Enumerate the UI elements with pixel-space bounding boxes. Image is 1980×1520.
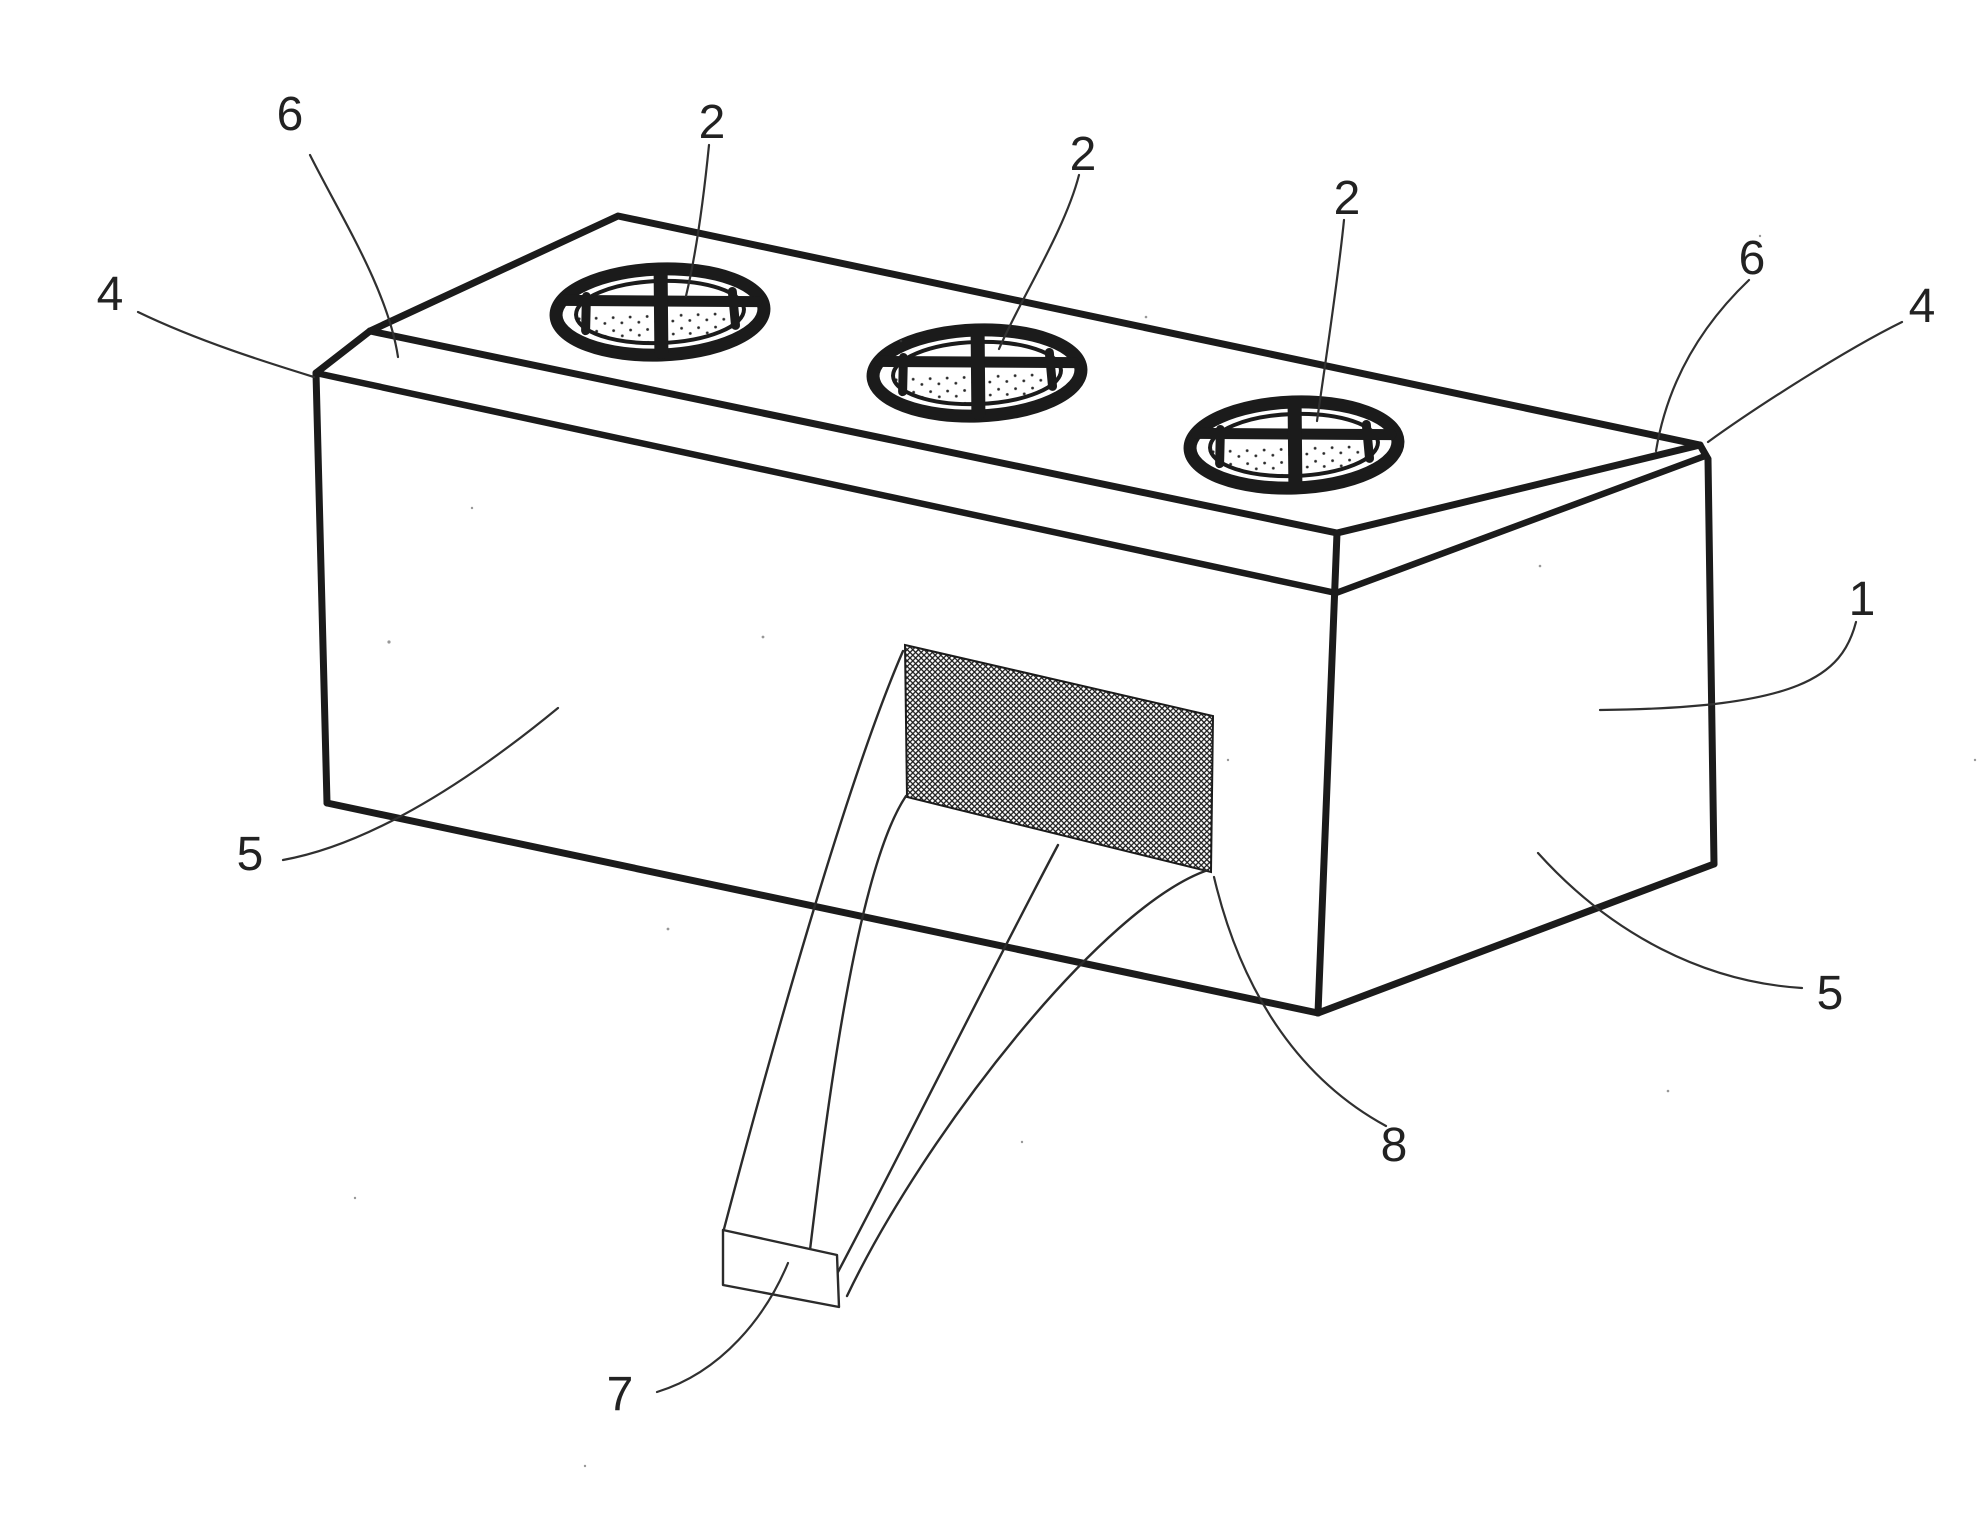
box-left-edge bbox=[312, 369, 331, 807]
leader-7 bbox=[655, 1261, 790, 1394]
hole-cross-bar-vertical bbox=[1287, 397, 1303, 492]
ref-label-6-right: 6 bbox=[1739, 232, 1766, 285]
planting-hole-1 bbox=[549, 262, 771, 362]
ref-label-4-right: 4 bbox=[1909, 280, 1936, 333]
reference-labels: 6 2 2 2 6 4 4 1 5 5 8 7 bbox=[97, 88, 1936, 1421]
leader-lines bbox=[136, 143, 1904, 1394]
wedge-edge-2 bbox=[808, 794, 908, 1252]
ref-label-6-left: 6 bbox=[277, 88, 304, 141]
box-front-top-edge bbox=[366, 327, 1341, 537]
hole-cross-bar-vertical bbox=[970, 325, 986, 420]
box-far-top-edges bbox=[366, 212, 1704, 449]
ref-label-2-hole3: 2 bbox=[1334, 172, 1361, 225]
box-right-vertical-edge bbox=[1704, 455, 1718, 868]
wedge-edge-1 bbox=[722, 649, 905, 1231]
box-right-bottom-edge bbox=[1314, 860, 1718, 1017]
wedge-end-face bbox=[721, 1228, 841, 1309]
leader-5-right bbox=[1536, 851, 1804, 990]
box-right-rim-line bbox=[1332, 452, 1709, 597]
hole-cross-bar-vertical bbox=[653, 264, 669, 359]
box-front-right-edge bbox=[1314, 529, 1341, 1017]
leader-4-left bbox=[136, 310, 316, 379]
leader-2-hole1 bbox=[684, 143, 711, 298]
wedge-edge-3 bbox=[820, 843, 1060, 1304]
ref-label-4-left: 4 bbox=[97, 268, 124, 321]
ref-label-5-left: 5 bbox=[237, 828, 264, 881]
wedge-edge-4 bbox=[845, 868, 1210, 1298]
planting-hole-2 bbox=[866, 323, 1088, 423]
box-front-rim-line bbox=[312, 369, 1340, 597]
ref-label-5-right: 5 bbox=[1817, 967, 1844, 1020]
ref-label-8: 8 bbox=[1381, 1119, 1408, 1172]
ref-label-2-hole2: 2 bbox=[1070, 128, 1097, 181]
leader-2-hole2 bbox=[997, 173, 1081, 351]
leader-4-right bbox=[1706, 320, 1904, 444]
box-right-top-edge bbox=[1333, 441, 1704, 537]
box-left-bevel-edge bbox=[312, 327, 374, 377]
leader-5-left bbox=[281, 706, 560, 862]
container-block-outline bbox=[312, 212, 1718, 1017]
box-front-bottom-edge bbox=[323, 799, 1322, 1017]
ref-label-7: 7 bbox=[607, 1368, 634, 1421]
ref-label-1: 1 bbox=[1849, 573, 1876, 626]
scan-speckle-noise bbox=[353, 234, 1977, 1468]
leader-2-hole3 bbox=[1315, 218, 1346, 423]
ref-label-2-hole1: 2 bbox=[699, 96, 726, 149]
extracted-sliver bbox=[721, 649, 1210, 1309]
mesh-window-hatch bbox=[903, 643, 1215, 874]
planting-hole-3 bbox=[1183, 395, 1405, 495]
leader-6-right bbox=[1654, 278, 1751, 453]
leader-6-left bbox=[308, 153, 400, 359]
leader-1 bbox=[1598, 620, 1858, 712]
leader-8 bbox=[1212, 875, 1388, 1128]
